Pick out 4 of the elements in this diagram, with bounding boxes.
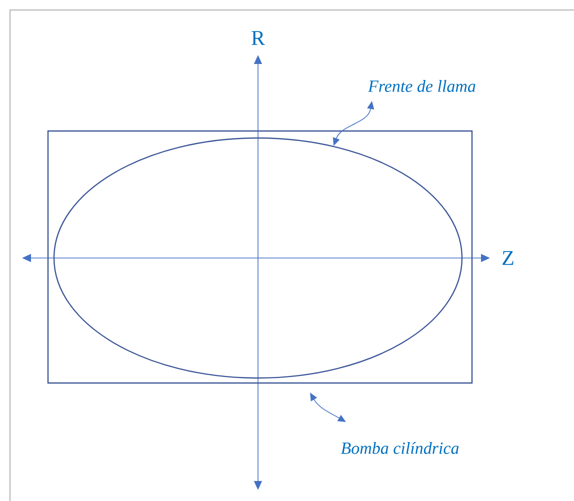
- callout-text: Frente de llama: [368, 80, 476, 92]
- callout-text: Bomba cilíndrica: [340, 442, 459, 454]
- axis-label: R: [252, 31, 265, 45]
- axis-label: Z: [502, 251, 514, 265]
